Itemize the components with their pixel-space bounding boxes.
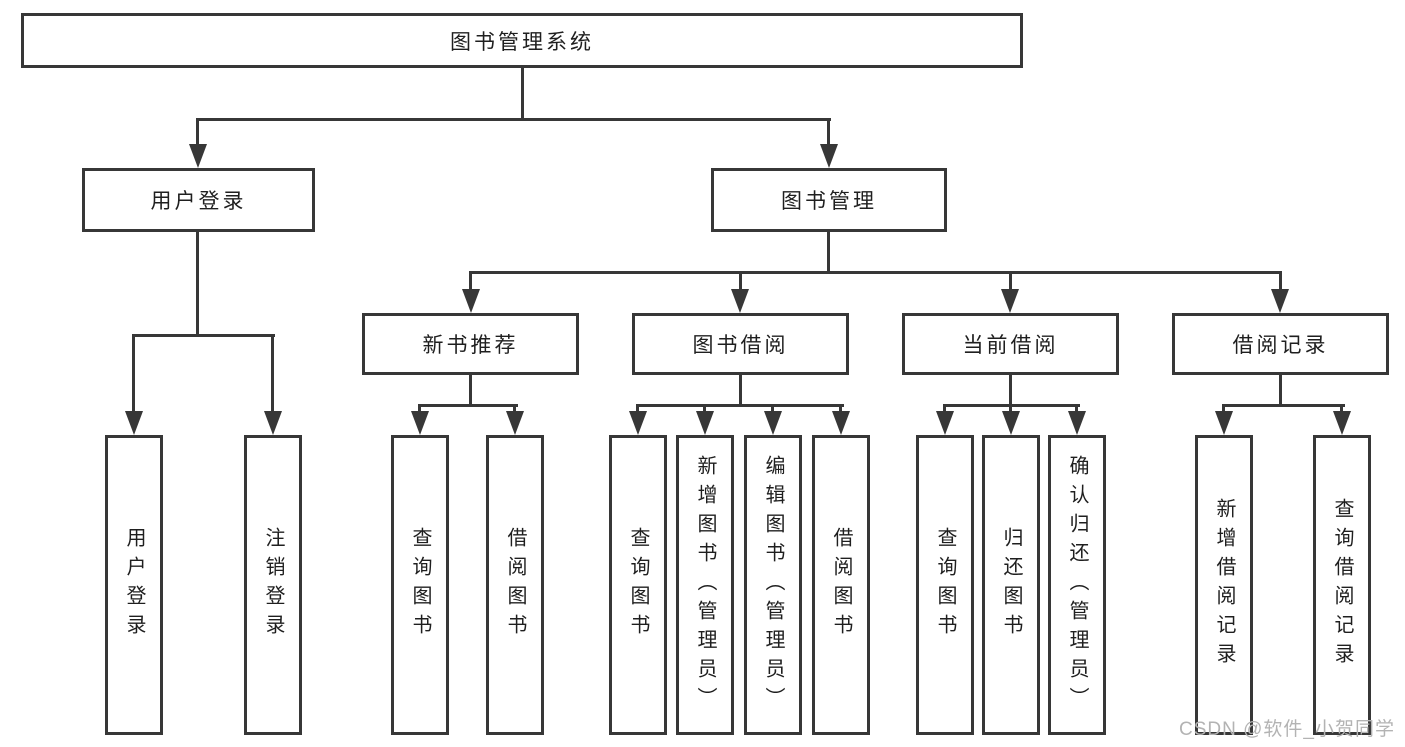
node-borrowing-records: 借阅记录: [1172, 313, 1389, 375]
leaf-query-books: 查询图书: [609, 435, 667, 735]
leaf-query-borrow-record-label: 查询借阅记录: [1331, 498, 1353, 672]
leaf-borrow-books: 借阅图书: [812, 435, 870, 735]
connector-line: [271, 334, 274, 413]
connector-line: [196, 118, 199, 150]
node-book-management-label: 图书管理: [781, 190, 877, 213]
leaf-logout: 注销登录: [244, 435, 302, 735]
leaf-query-borrow-record: 查询借阅记录: [1313, 435, 1371, 735]
leaf-add-borrow-record: 新增借阅记录: [1195, 435, 1253, 735]
connector-line: [739, 271, 742, 293]
connector-line: [513, 404, 516, 413]
leaf-borrow-books-label: 借阅图书: [504, 527, 526, 643]
arrowhead-down-icon: [1333, 411, 1351, 435]
arrowhead-down-icon: [1271, 289, 1289, 313]
connector-line: [1279, 271, 1282, 293]
arrowhead-down-icon: [506, 411, 524, 435]
node-new-book-recommend-label: 新书推荐: [422, 334, 519, 357]
connector-line: [827, 118, 830, 150]
leaf-edit-books-admin-label: 编辑图书（管理员）: [762, 454, 784, 716]
connector-line: [521, 68, 524, 121]
leaf-confirm-return-admin-label: 确认归还（管理员）: [1066, 454, 1088, 716]
connector-line: [196, 118, 831, 121]
node-current-borrowing-label: 当前借阅: [962, 334, 1059, 357]
connector-line: [739, 375, 742, 407]
connector-line: [1009, 375, 1012, 407]
leaf-add-books-admin-label: 新增图书（管理员）: [694, 454, 716, 716]
connector-line: [839, 404, 842, 413]
connector-line: [418, 404, 421, 413]
node-borrowing-records-label: 借阅记录: [1232, 334, 1329, 357]
arrowhead-down-icon: [411, 411, 429, 435]
node-new-book-recommend: 新书推荐: [362, 313, 579, 375]
arrowhead-down-icon: [731, 289, 749, 313]
connector-line: [1009, 271, 1012, 293]
leaf-user-login: 用户登录: [105, 435, 163, 735]
leaf-user-login-label: 用户登录: [123, 527, 145, 643]
leaf-edit-books-admin: 编辑图书（管理员）: [744, 435, 802, 735]
arrowhead-down-icon: [832, 411, 850, 435]
connector-line: [132, 334, 275, 337]
arrowhead-down-icon: [1068, 411, 1086, 435]
arrowhead-down-icon: [125, 411, 143, 435]
arrowhead-down-icon: [936, 411, 954, 435]
connector-line: [1075, 404, 1078, 413]
connector-line: [827, 232, 830, 274]
connector-line: [469, 375, 472, 407]
watermark-text: CSDN @软件_小贺同学: [1179, 719, 1395, 740]
leaf-return-books: 归还图书: [982, 435, 1040, 735]
leaf-logout-label: 注销登录: [262, 527, 284, 643]
leaf-add-borrow-record-label: 新增借阅记录: [1213, 498, 1235, 672]
leaf-return-books-label: 归还图书: [1000, 527, 1022, 643]
connector-line: [469, 271, 472, 293]
arrowhead-down-icon: [1001, 289, 1019, 313]
connector-line: [1340, 404, 1343, 413]
connector-line: [1222, 404, 1225, 413]
node-user-login: 用户登录: [82, 168, 315, 232]
root-node-label: 图书管理系统: [450, 30, 594, 54]
connector-line: [636, 404, 639, 413]
connector-line: [469, 271, 1282, 274]
root-node-library-management-system: 图书管理系统: [21, 13, 1023, 68]
leaf-confirm-return-admin: 确认归还（管理员）: [1048, 435, 1106, 735]
connector-line: [703, 404, 706, 413]
arrowhead-down-icon: [764, 411, 782, 435]
leaf-borrow-books: 借阅图书: [486, 435, 544, 735]
connector-line: [1222, 404, 1345, 407]
arrowhead-down-icon: [629, 411, 647, 435]
leaf-add-books-admin: 新增图书（管理员）: [676, 435, 734, 735]
connector-line: [1009, 404, 1012, 413]
connector-line: [636, 404, 844, 407]
arrowhead-down-icon: [696, 411, 714, 435]
arrowhead-down-icon: [1215, 411, 1233, 435]
connector-line: [1279, 375, 1282, 407]
arrowhead-down-icon: [189, 144, 207, 168]
node-book-borrowing-label: 图书借阅: [692, 334, 789, 357]
leaf-query-books: 查询图书: [916, 435, 974, 735]
connector-line: [943, 404, 946, 413]
leaf-borrow-books-label: 借阅图书: [830, 527, 852, 643]
leaf-query-books-label: 查询图书: [934, 527, 956, 643]
leaf-query-books-label: 查询图书: [409, 527, 431, 643]
node-book-management: 图书管理: [711, 168, 947, 232]
leaf-query-books-label: 查询图书: [627, 527, 649, 643]
connector-line: [771, 404, 774, 413]
connector-line: [418, 404, 518, 407]
node-current-borrowing: 当前借阅: [902, 313, 1119, 375]
node-user-login-label: 用户登录: [150, 190, 247, 213]
leaf-query-books: 查询图书: [391, 435, 449, 735]
arrowhead-down-icon: [1002, 411, 1020, 435]
node-book-borrowing: 图书借阅: [632, 313, 849, 375]
arrowhead-down-icon: [462, 289, 480, 313]
connector-line: [132, 334, 135, 413]
connector-line: [196, 229, 199, 337]
arrowhead-down-icon: [264, 411, 282, 435]
arrowhead-down-icon: [820, 144, 838, 168]
